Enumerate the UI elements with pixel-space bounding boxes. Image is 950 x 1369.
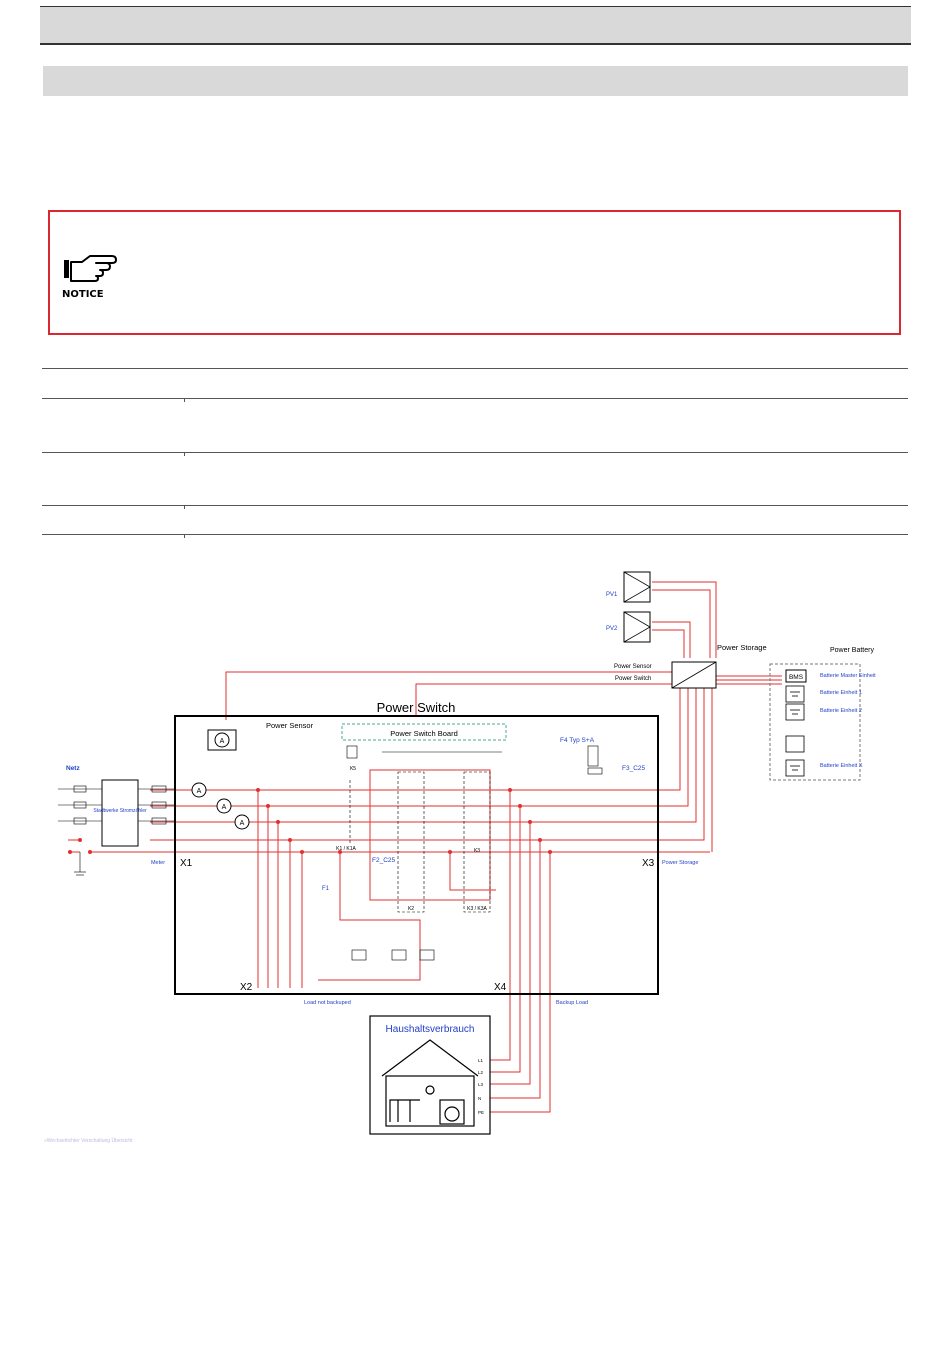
x4-label: X4: [494, 982, 507, 993]
pv2-label: PV2: [606, 626, 618, 632]
ammeter-icons: A A A: [191, 782, 250, 830]
section-title-bar: [43, 66, 908, 96]
table-rule: [42, 452, 908, 453]
table-rule: [42, 505, 908, 506]
table-column-tick: [184, 535, 185, 538]
x3-label: X3: [642, 858, 655, 869]
notice-box: NOTICE: [48, 210, 901, 335]
pointing-hand-icon: [64, 255, 117, 282]
k1-label: K1 / K1A: [336, 846, 356, 852]
svg-text:L2: L2: [478, 1070, 484, 1075]
battery-x-label: Batterie Einheit X: [820, 763, 863, 769]
load-not-backuped-label: Load not backuped: [304, 1000, 351, 1006]
wiring-diagram: Power Switch Power Switch Board K5 Power…: [44, 571, 876, 1144]
power-battery-label: Power Battery: [830, 647, 874, 654]
table-rule: [42, 398, 908, 399]
notice-label: NOTICE: [62, 289, 104, 300]
power-switch-board-label: Power Switch Board: [390, 729, 458, 738]
svg-text:A: A: [222, 804, 227, 811]
svg-text:L3: L3: [478, 1082, 484, 1087]
power-sensor-input-label: Power Sensor: [614, 664, 652, 670]
svg-text:L1: L1: [478, 1058, 484, 1063]
svg-text:A: A: [197, 788, 202, 795]
f1-label: F1: [322, 886, 330, 892]
f3-label: F3_C25: [622, 765, 646, 772]
meter-name: Stadtwerke Stromzähler: [93, 808, 147, 814]
battery-2-label: Batterie Einheit 2: [820, 708, 862, 714]
pv1-label: PV1: [606, 592, 618, 598]
table-column-tick: [184, 399, 185, 402]
k2-label: K2: [408, 906, 414, 912]
table-column-tick: [184, 506, 185, 509]
household-title: Haushaltsverbrauch: [386, 1024, 475, 1035]
power-storage-label: Power Storage: [717, 643, 767, 652]
table-rule: [42, 368, 908, 369]
k3a-label: K3 / K3A: [467, 906, 487, 912]
svg-text:A: A: [240, 820, 245, 827]
svg-text:PE: PE: [478, 1110, 484, 1115]
f4-label: F4 Typ S+A: [560, 737, 595, 744]
meter-label: Meter: [151, 860, 165, 866]
ammeter-symbol: A: [220, 738, 225, 745]
k5-label: K5: [350, 766, 356, 772]
svg-text:N: N: [478, 1096, 481, 1101]
house-icon: [381, 1039, 479, 1127]
backup-load-label: Backup Load: [556, 1000, 588, 1006]
battery-1-label: Batterie Einheit 1: [820, 690, 862, 696]
table-rule: [42, 534, 908, 535]
table-column-tick: [184, 453, 185, 456]
x2-label: X2: [240, 982, 253, 993]
household-phase-labels: L1 L2 L3 N PE: [478, 1058, 484, 1115]
power-switch-input-label: Power Switch: [615, 676, 651, 682]
power-sensor-label: Power Sensor: [266, 721, 314, 730]
battery-master-label: Batterie Master Einheit: [820, 673, 876, 679]
x1-label: X1: [180, 858, 193, 869]
netz-label: Netz: [66, 765, 80, 772]
power-switch-title: Power Switch: [377, 700, 456, 715]
k3-label: K3: [474, 848, 480, 854]
f2-label: F2_C25: [372, 857, 396, 864]
header-bar: [40, 6, 911, 45]
footer-note: »Wechselrichter Verschaltung Übersicht: [44, 1137, 133, 1144]
x3-storage-label: Power Storage: [662, 860, 698, 866]
battery-cell-icons: [785, 685, 805, 777]
bms-label: BMS: [789, 674, 804, 681]
